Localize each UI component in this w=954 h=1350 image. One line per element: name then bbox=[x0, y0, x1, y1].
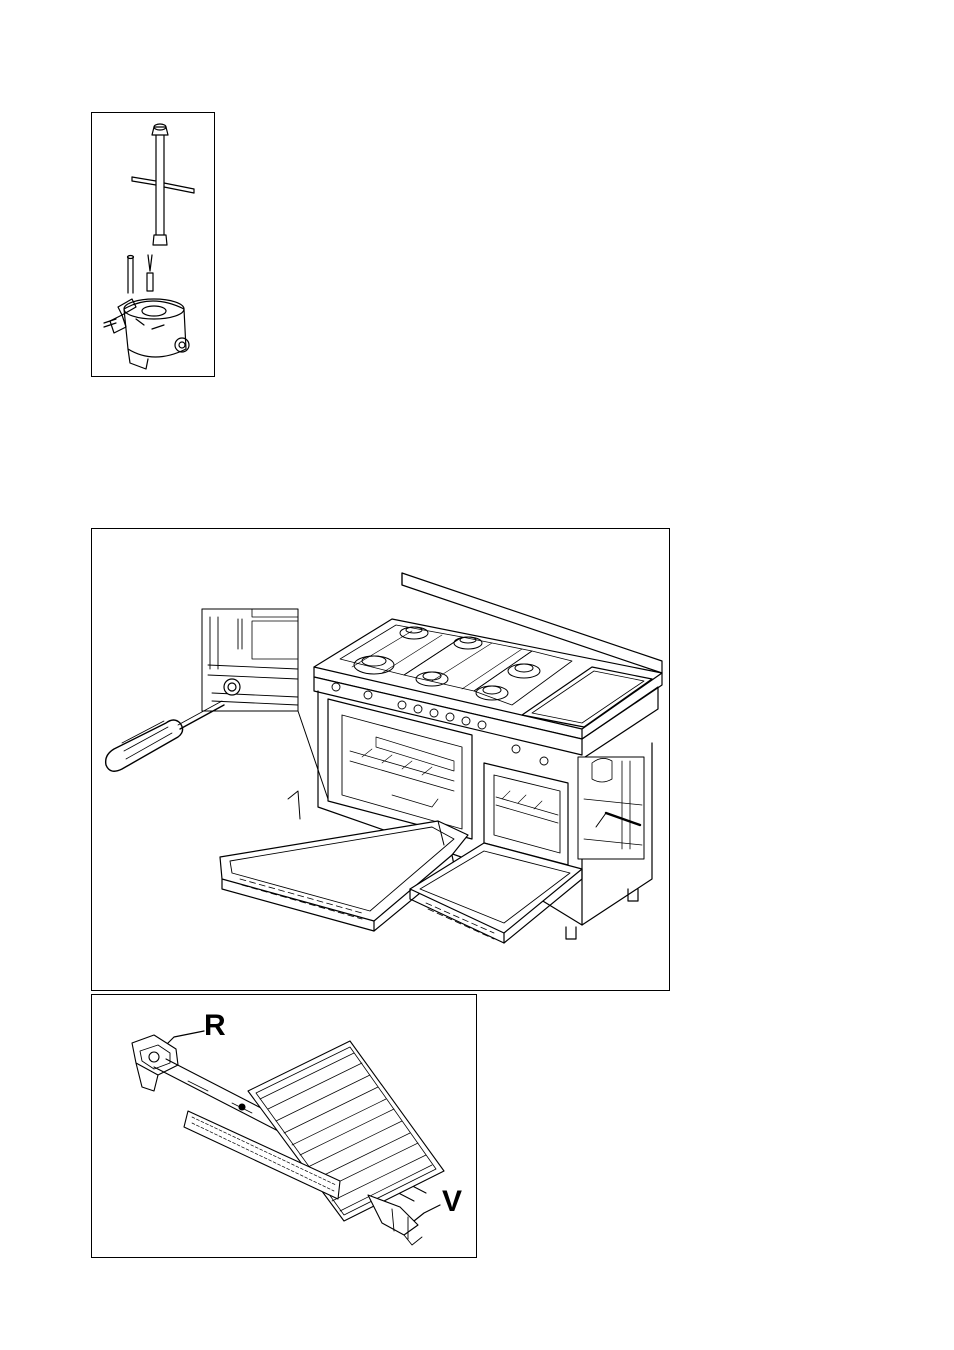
label-r: R bbox=[204, 1011, 226, 1041]
burner-assembly-figure: R V bbox=[91, 994, 477, 1258]
range-cooker-oven-illustration bbox=[92, 529, 671, 992]
oven-burner-assembly-illustration bbox=[92, 995, 478, 1259]
injector-wrench-figure bbox=[91, 112, 215, 377]
label-v: V bbox=[442, 1187, 462, 1217]
range-cooker-figure bbox=[91, 528, 670, 991]
injector-wrench-illustration bbox=[92, 113, 216, 378]
